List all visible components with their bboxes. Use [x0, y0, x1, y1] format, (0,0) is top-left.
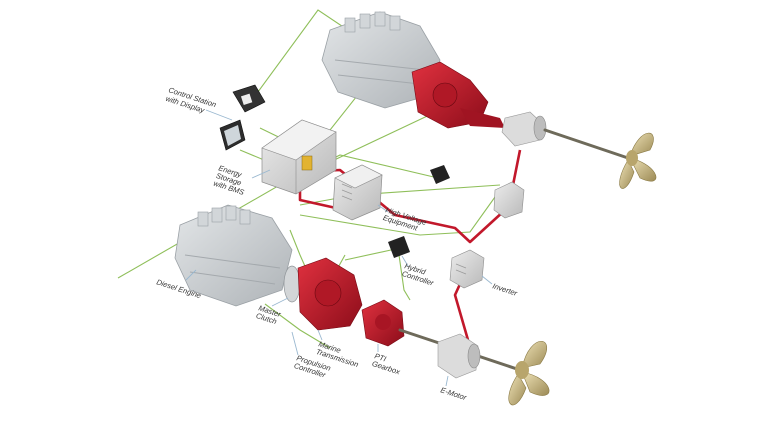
lower-marine-transmission — [297, 257, 363, 331]
control-station-leader — [205, 109, 233, 121]
high-voltage-leader — [377, 204, 389, 213]
high-voltage-equipment — [332, 164, 383, 221]
hybrid-controller-leader — [401, 255, 409, 267]
energy-storage-label: Energy Storage with BMS — [212, 163, 250, 197]
hybrid-controller — [388, 236, 410, 258]
master-clutch-leader — [271, 297, 289, 307]
high-voltage-label: High Voltage Equipment — [382, 205, 430, 235]
e-motor-label: E-Motor — [439, 385, 468, 402]
pti-gearbox-label: PTI Gearbox — [371, 351, 404, 376]
inverter — [449, 249, 485, 289]
lower-e-motor — [437, 333, 481, 379]
energy-storage-leader — [251, 169, 271, 179]
hybrid-controller-label: Hybrid Controller — [401, 261, 438, 287]
inverter-label: Inverter — [491, 281, 518, 298]
upper-control-module — [430, 165, 450, 184]
diesel-engine-leader — [185, 269, 197, 281]
lower-diesel-engine — [174, 204, 293, 307]
upper-e-motor — [501, 111, 547, 147]
pti-gearbox — [361, 299, 405, 347]
e-motor-leader — [445, 375, 449, 387]
inverter-leader — [481, 275, 493, 285]
marine-transmission-leader — [317, 329, 323, 341]
lower-propeller — [508, 341, 550, 406]
upper-diesel-engine — [321, 11, 441, 109]
control-station-label: Control Station with Display — [165, 85, 220, 118]
energy-storage-with-bms — [261, 119, 337, 195]
master-clutch-label: Master Clutch — [255, 303, 284, 327]
upper-propeller — [619, 132, 657, 189]
upper-propeller-shaft — [543, 128, 630, 160]
upper-junction-box — [493, 181, 525, 219]
master-clutch — [283, 265, 301, 303]
control-station-with-display — [219, 84, 266, 151]
propulsion-controller-leader — [291, 331, 299, 356]
upper-marine-transmission — [411, 61, 505, 129]
